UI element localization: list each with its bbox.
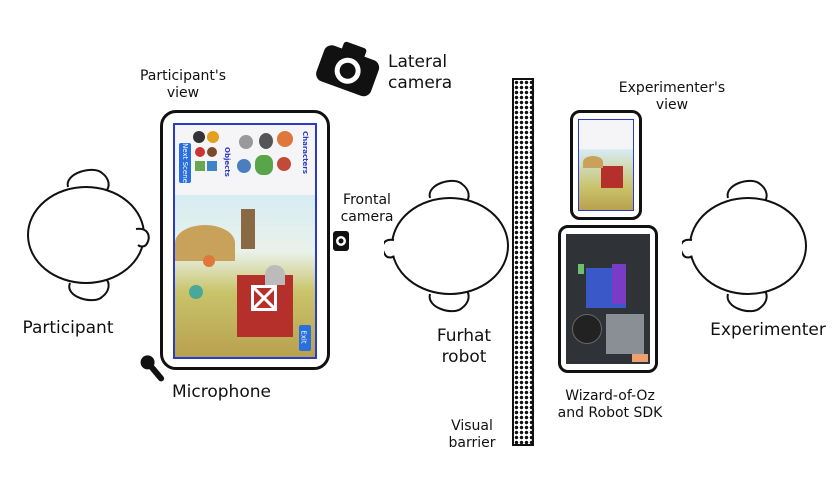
barn [601,166,623,188]
webcam-icon [332,230,350,252]
character-icon[interactable] [237,159,251,173]
character-icon[interactable] [239,135,253,149]
participant-tablet: Characters Objects Next Scene [160,110,330,370]
participant-label: Participant [22,318,114,338]
log-panel [606,314,644,354]
character-icon[interactable] [259,133,273,149]
tablet-screen: Characters Objects Next Scene [173,123,317,359]
experimenter-label: Experimenter [710,320,826,340]
experimenter-head-icon [682,176,812,316]
character-icon[interactable] [277,157,291,171]
character-icon[interactable] [255,155,273,175]
toy-icon[interactable] [207,147,217,157]
furhat-head-icon [384,176,514,316]
robot-view [572,314,602,344]
wizard-of-oz-label: Wizard-of-Oz and Robot SDK [557,388,663,421]
visual-barrier [512,78,534,446]
exit-button[interactable]: Exit [299,325,311,351]
toy-icon[interactable] [207,131,219,143]
barn [237,275,293,337]
farm-scene: Exit [175,195,315,357]
toy-icon[interactable] [195,147,205,157]
next-scene-button[interactable]: Next Scene [179,143,191,183]
experimenters-view-label: Experimenter's view [618,80,726,113]
tab-objects[interactable]: Objects [223,147,231,177]
hay-pile [583,156,603,168]
participants-view-label: Participant's view [139,68,227,101]
frontal-camera-label: Frontal camera [340,192,394,225]
status-indicator [578,264,584,274]
camera-icon [314,36,384,98]
toy-icon[interactable] [193,131,205,143]
toy-icon[interactable] [195,161,205,171]
scarecrow [241,209,255,249]
action-button[interactable] [632,354,648,362]
visual-barrier-label: Visual barrier [448,418,496,451]
silo-top [265,265,285,285]
experimenter-tablet-screen [578,119,634,211]
control-buttons[interactable] [612,264,626,304]
wizard-of-oz-monitor [558,225,658,373]
tab-characters[interactable]: Characters [301,131,309,174]
character-on-scene[interactable] [203,255,215,267]
character-on-scene[interactable] [189,285,203,299]
microphone-icon [136,352,172,388]
microphone-label: Microphone [172,382,271,402]
lateral-camera-label: Lateral camera [388,52,453,93]
experimenter-tablet [570,110,642,220]
character-icon[interactable] [277,131,293,147]
barn-door [251,285,277,311]
wizard-of-oz-screen [566,234,650,364]
toolbox-panel: Characters Objects Next Scene [175,125,315,195]
toy-icon[interactable] [207,161,217,171]
furhat-robot-label: Furhat robot [436,326,492,367]
participant-head-icon [24,165,154,305]
